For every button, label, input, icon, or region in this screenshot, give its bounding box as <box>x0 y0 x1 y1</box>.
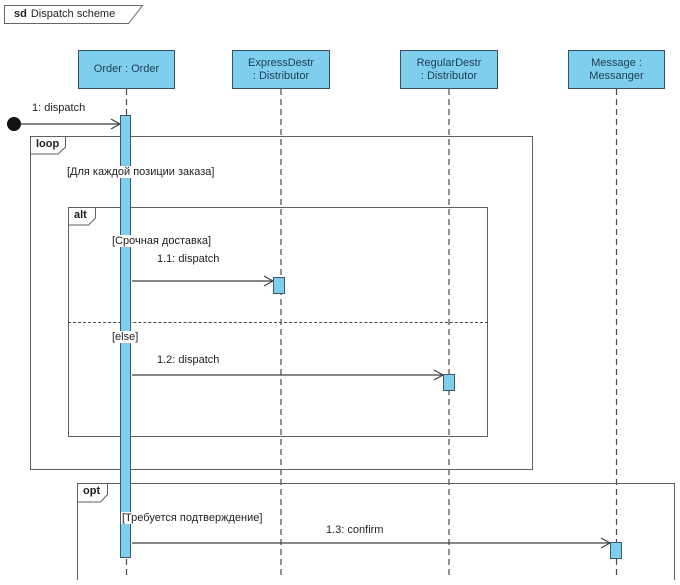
diagram-name: Dispatch scheme <box>30 8 116 20</box>
message-1-label: 1: dispatch <box>32 102 86 114</box>
fragment-operator-alt-shape <box>68 207 96 226</box>
lifeline-head-messanger-line1: Message : <box>591 56 642 69</box>
fragment-operator-opt: opt <box>77 483 109 503</box>
fragment-operator-loop-label: loop <box>36 138 60 150</box>
activation-regular-destr <box>443 374 455 391</box>
guard-alt-else: [else] <box>111 331 140 343</box>
fragment-operator-alt-label: alt <box>74 209 87 221</box>
message-1-1-arrow <box>132 275 274 287</box>
open-arrowhead-icon <box>433 369 444 381</box>
lifeline-head-express-line1: ExpressDestr <box>247 56 315 69</box>
lifeline-head-express-line2: : Distributor <box>252 69 310 82</box>
activation-express-destr <box>273 277 285 294</box>
lifeline-head-messanger: Message : Messanger <box>568 50 665 89</box>
fragment-opt-frame <box>77 483 675 580</box>
fragment-operator-opt-label: opt <box>83 485 101 497</box>
alt-operand-separator <box>68 322 488 323</box>
open-arrowhead-icon <box>263 275 274 287</box>
lifeline-head-order: Order : Order <box>78 50 175 89</box>
message-1-3-arrow <box>132 537 611 549</box>
activation-messanger <box>610 542 622 559</box>
lifeline-head-regular-line1: RegularDestr <box>416 56 482 69</box>
guard-alt-urgent: [Срочная доставка] <box>111 235 213 247</box>
message-1-2-arrow <box>132 369 444 381</box>
message-1-3-label: 1.3: confirm <box>326 524 384 536</box>
open-arrowhead-icon <box>600 537 611 549</box>
message-1-arrow <box>7 117 121 131</box>
found-message-start-circle <box>7 117 21 131</box>
message-1-1-label: 1.1: dispatch <box>157 253 220 265</box>
fragment-operator-loop-shape <box>30 136 66 155</box>
guard-opt: [Требуется подтверждение] <box>121 512 264 524</box>
lifeline-head-messanger-line2: Messanger <box>589 69 644 82</box>
lifeline-head-regular-line2: : Distributor <box>420 69 478 82</box>
guard-loop: [Для каждой позиции заказа] <box>66 166 216 178</box>
lifeline-head-express-destr: ExpressDestr : Distributor <box>232 50 330 89</box>
open-arrowhead-icon <box>110 118 121 130</box>
lifeline-head-regular-destr: RegularDestr : Distributor <box>400 50 498 89</box>
diagram-keyword: sd <box>14 8 27 20</box>
lifeline-head-order-label: Order : Order <box>93 63 160 75</box>
fragment-operator-opt-shape <box>77 483 108 503</box>
fragment-loop-frame <box>30 136 533 470</box>
frame-title-tab-shape <box>4 5 144 24</box>
fragment-operator-loop: loop <box>30 136 67 155</box>
fragment-operator-alt: alt <box>68 207 97 226</box>
message-1-2-label: 1.2: dispatch <box>157 354 220 366</box>
